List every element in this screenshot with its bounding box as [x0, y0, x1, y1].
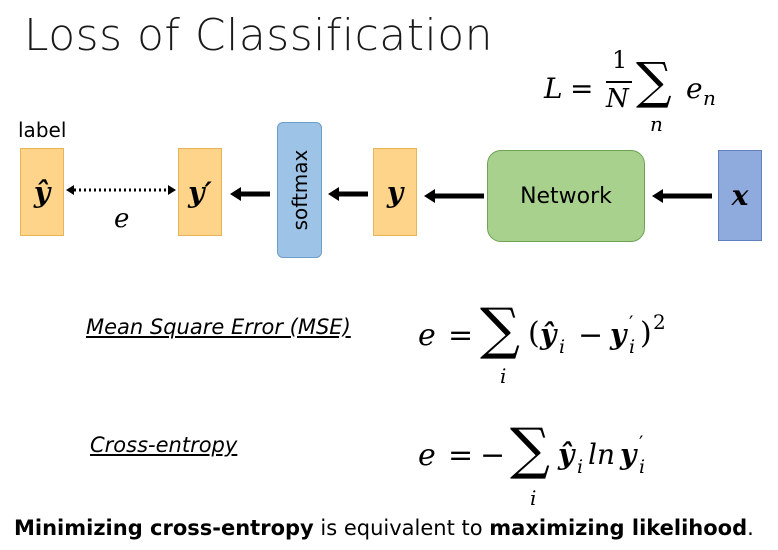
- mse-minus: −: [578, 318, 604, 353]
- ce-lhs: e: [418, 438, 436, 473]
- softmax-label: softmax: [287, 149, 312, 231]
- ce-yprime: y: [620, 438, 637, 471]
- ce-sum-symbol: ∑: [510, 417, 550, 482]
- mse-power: 2: [653, 310, 666, 334]
- x-symbol: x: [731, 179, 749, 212]
- bottom-statement: Minimizing cross-entropy is equivalent t…: [14, 516, 754, 540]
- mse-sum-subscript: i: [500, 364, 507, 388]
- arrow-left-icon: [230, 187, 270, 201]
- ce-neg: −: [480, 438, 506, 473]
- ce-sum-subscript: i: [530, 486, 537, 510]
- y-prime-box: y′: [178, 148, 222, 236]
- mse-label: Mean Square Error (MSE): [86, 315, 351, 339]
- y-hat-box: ŷ: [20, 148, 64, 236]
- ce-yhat: ŷ: [558, 438, 575, 471]
- mse-yprime-sub: i: [629, 336, 636, 358]
- y-prime-symbol: y′: [188, 175, 212, 209]
- cross-entropy-label: Cross-entropy: [90, 433, 238, 457]
- arrow-left-icon: [424, 189, 484, 203]
- loss-eq: =: [570, 72, 594, 105]
- page-title: Loss of Classification: [24, 10, 494, 61]
- mse-yhat: ŷ: [540, 318, 557, 351]
- y-symbol: y: [386, 175, 404, 209]
- mse-eq: =: [448, 318, 474, 353]
- cross-entropy-formula: e = − ∑ i ŷ i ln y ′ i: [418, 416, 718, 512]
- dotted-double-arrow: [66, 185, 176, 195]
- mse-yprime: y: [610, 318, 627, 351]
- ce-ln: ln: [588, 438, 615, 471]
- mse-yprime-sup: ′: [629, 312, 634, 334]
- loss-formula: L = 1 N ∑ n e n: [540, 42, 740, 142]
- mse-lhs: e: [418, 318, 436, 353]
- mse-sum-symbol: ∑: [480, 297, 520, 362]
- y-box: y: [373, 148, 417, 236]
- y-hat-symbol: ŷ: [33, 175, 51, 209]
- loss-lhs: L: [544, 72, 563, 105]
- ce-yprime-sub: i: [639, 456, 646, 478]
- network-box: Network: [487, 150, 645, 242]
- loss-sum-symbol: ∑: [636, 52, 672, 110]
- loss-sum-subscript: n: [650, 112, 663, 136]
- mse-yhat-sub: i: [559, 336, 566, 358]
- ce-yhat-sub: i: [577, 456, 584, 478]
- loss-denominator: N: [606, 84, 629, 114]
- network-label: Network: [520, 183, 612, 209]
- fraction-bar: [606, 81, 632, 83]
- bottom-part-4: .: [747, 516, 754, 540]
- mse-close-paren: ): [640, 316, 652, 351]
- bottom-part-1: Minimizing cross-entropy: [14, 516, 314, 540]
- mse-open-paren: (: [528, 316, 540, 351]
- error-symbol: e: [114, 204, 130, 234]
- arrow-left-icon: [328, 187, 368, 201]
- loss-numerator: 1: [612, 46, 628, 74]
- ce-eq: =: [448, 438, 474, 473]
- ce-yprime-sup: ′: [639, 432, 644, 454]
- label-text: label: [18, 118, 67, 142]
- loss-term: e: [686, 72, 703, 105]
- mse-formula: e = ∑ i ( ŷ i − y ′ i ) 2: [418, 298, 718, 390]
- loss-term-subscript: n: [703, 86, 716, 110]
- x-box: x: [718, 150, 762, 241]
- bottom-part-2: is equivalent to: [313, 516, 490, 540]
- arrow-left-icon: [652, 189, 712, 203]
- softmax-box: softmax: [277, 122, 322, 258]
- bottom-part-3: maximizing likelihood: [489, 516, 748, 540]
